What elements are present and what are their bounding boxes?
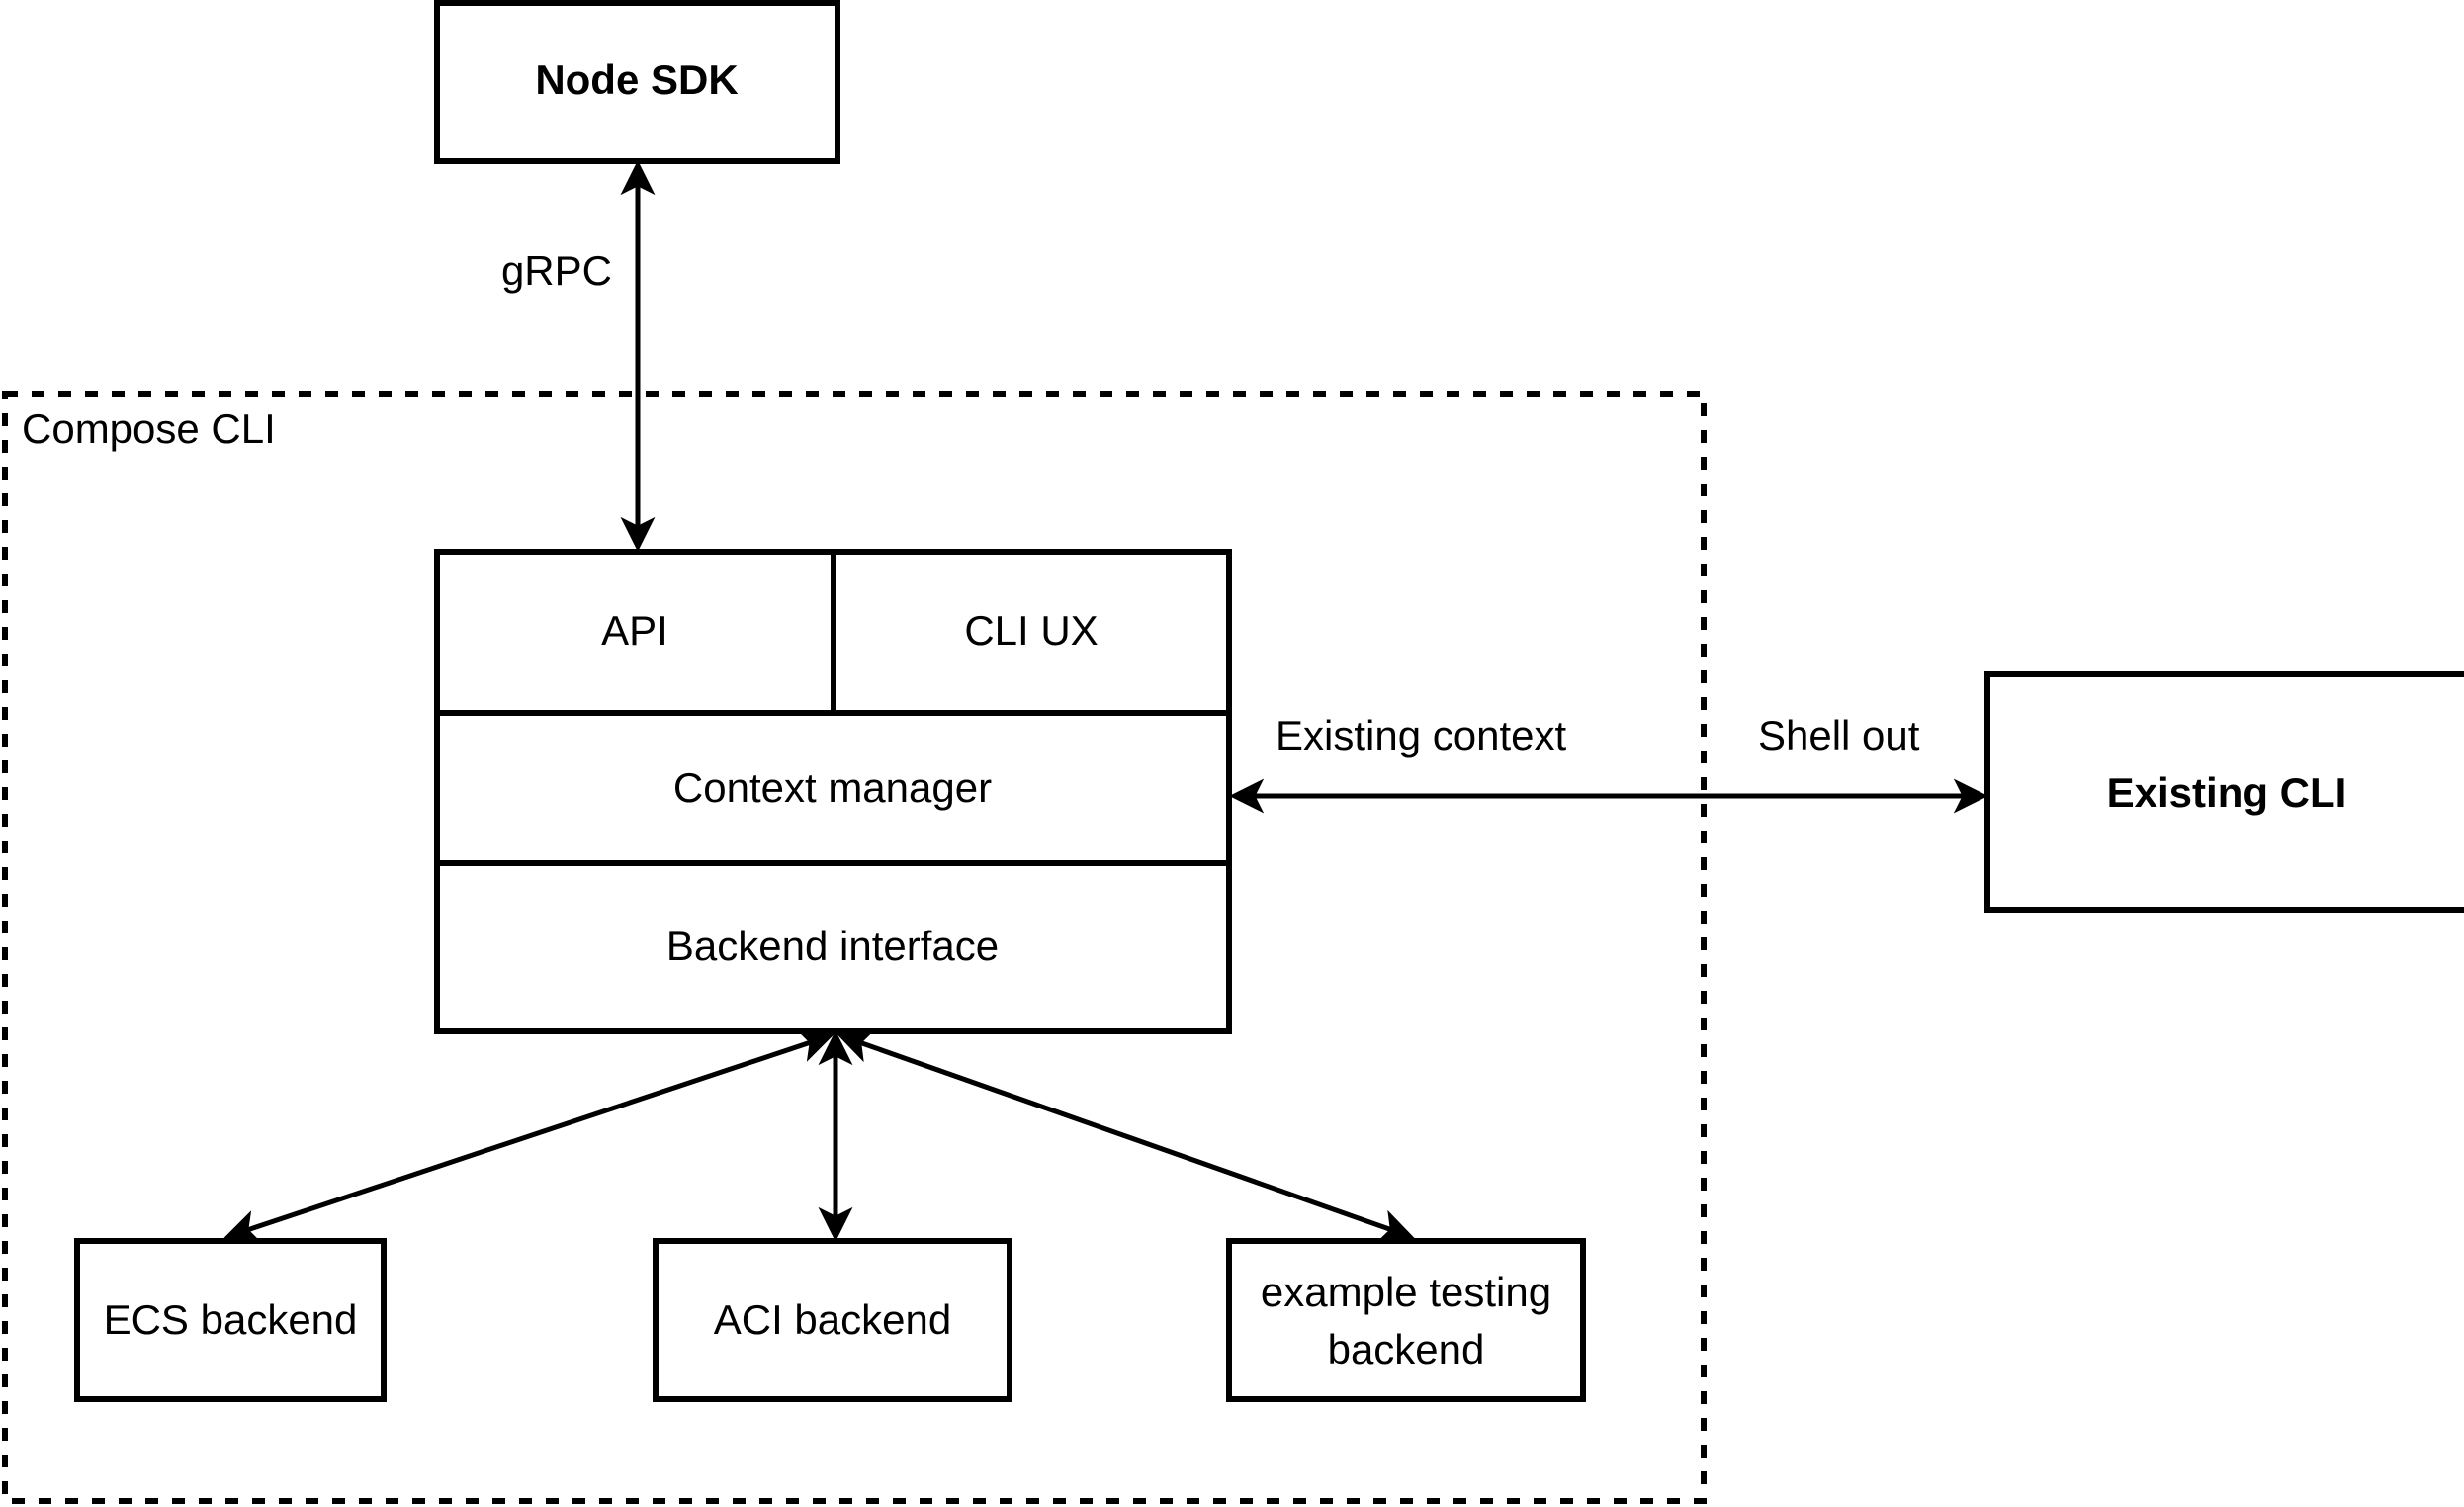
example-testing-backend-label-line1: example testing (1261, 1269, 1551, 1315)
backend-interface-label: Backend interface (666, 923, 999, 969)
example-testing-backend-label-line2: backend (1328, 1326, 1485, 1373)
existing-cli-label: Existing CLI (2107, 769, 2347, 816)
aci-backend-box[interactable] (653, 1238, 1012, 1402)
aci-backend-label: ACI backend (714, 1296, 951, 1343)
edge-backend-ecs (223, 1028, 835, 1244)
edge-label-existing-context: Existing context (1276, 712, 1566, 758)
existing-cli-box[interactable] (1984, 671, 2464, 913)
context-manager-label: Context manager (673, 764, 992, 811)
example-testing-backend-box[interactable] (1226, 1238, 1586, 1402)
compose-cli-container-label: Compose CLI (22, 405, 276, 452)
edge-backend-example (836, 1029, 1415, 1243)
ecs-backend-box[interactable] (74, 1238, 387, 1402)
node-sdk-label: Node SDK (535, 56, 738, 103)
node-sdk-box[interactable] (434, 0, 840, 164)
edge-label-grpc: gRPC (501, 247, 612, 294)
ecs-backend-label: ECS backend (104, 1296, 358, 1343)
edge-label-shell-out: Shell out (1758, 712, 1920, 758)
api-label: API (601, 607, 668, 654)
compose-cli-container (2, 391, 1707, 1504)
cli-ux-label: CLI UX (964, 607, 1098, 654)
